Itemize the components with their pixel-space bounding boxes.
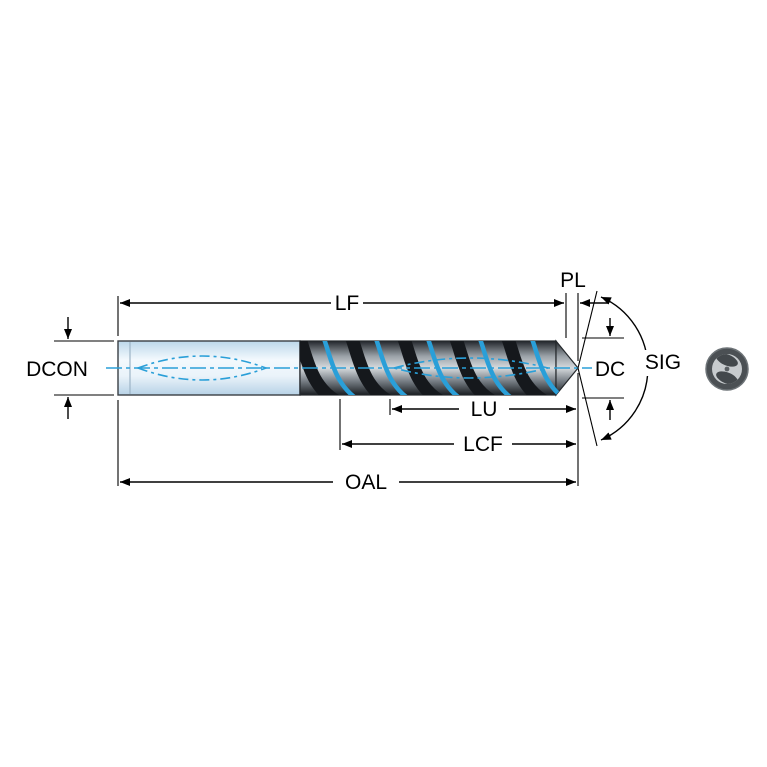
label-dcon: DCON bbox=[26, 358, 88, 381]
label-dc: DC bbox=[595, 358, 625, 381]
extension-lines bbox=[54, 293, 624, 486]
dimension-pl: PL bbox=[560, 269, 608, 307]
label-lf: LF bbox=[335, 292, 360, 315]
label-lu: LU bbox=[471, 398, 498, 421]
coolant-channel-shank bbox=[135, 355, 269, 381]
label-sig: SIG bbox=[645, 351, 681, 374]
dimension-lcf: LCF bbox=[342, 433, 576, 456]
dimension-dcon: DCON bbox=[26, 317, 88, 419]
dimension-dc: DC bbox=[595, 318, 625, 420]
sig-label-backing bbox=[640, 350, 688, 376]
dimension-lf: LF bbox=[120, 292, 564, 315]
dimension-lu: LU bbox=[392, 398, 576, 421]
label-lcf: LCF bbox=[463, 433, 503, 456]
dimension-oal: OAL bbox=[120, 471, 576, 494]
drill-end-view-icon bbox=[705, 347, 749, 391]
dimension-sig: SIG bbox=[577, 290, 688, 447]
label-oal: OAL bbox=[345, 471, 387, 494]
flute-highlight-blue bbox=[475, 341, 520, 395]
label-pl: PL bbox=[560, 269, 586, 292]
flute-highlight-blue bbox=[371, 341, 416, 395]
coolant-channel-body bbox=[390, 357, 549, 379]
